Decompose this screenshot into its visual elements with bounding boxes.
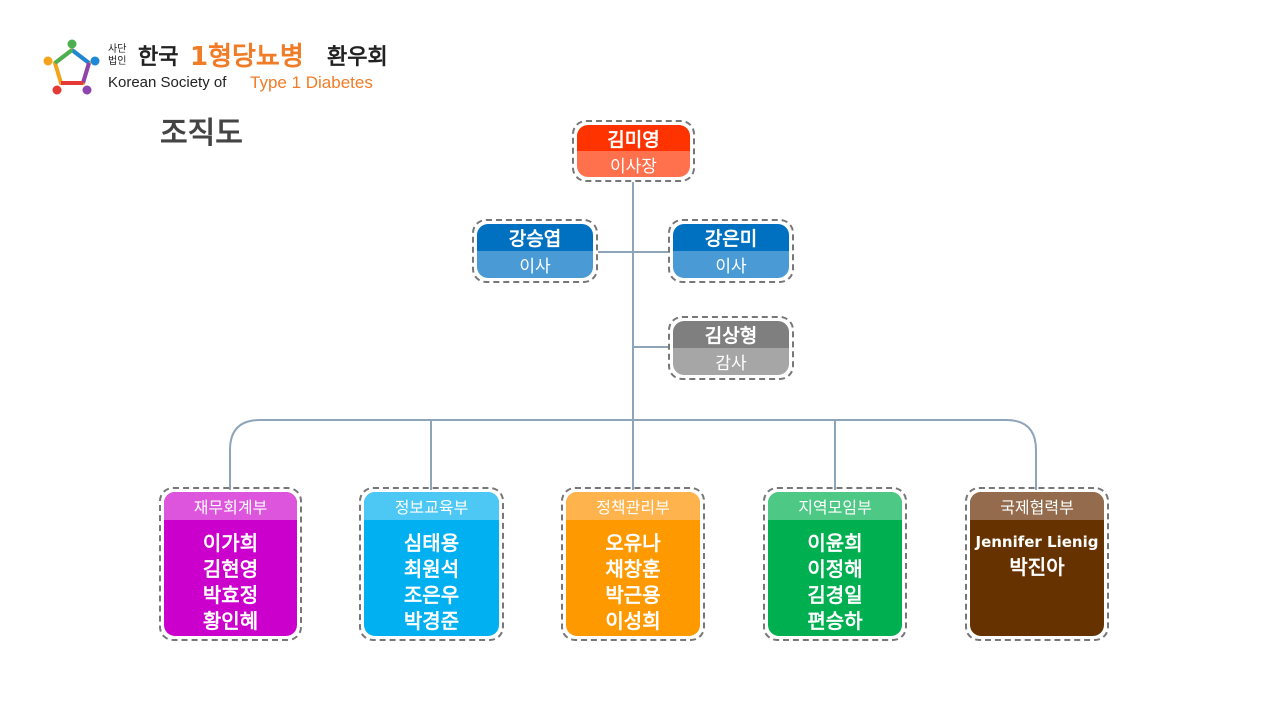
member-name: 이성희 [605,609,661,633]
chair-name: 김미영 [577,125,690,151]
page-title: 조직도 [160,116,243,151]
member-name: 김현영 [202,557,259,581]
member-name: 김경일 [807,583,863,607]
department-name: 국제협력부 [970,492,1104,520]
director-role: 이사 [477,251,593,278]
logo-english-accent: Type 1 Diabetes [250,73,373,92]
member-name: 이윤희 [807,531,863,555]
department-name: 지역모임부 [768,492,902,520]
logo-small-top: 사단 [108,44,127,55]
director-box: 강승엽 이사 [472,219,598,283]
society-logo: 사단 법인 한국 1형당뇨병 환우회 Korean Society of Typ… [42,38,402,98]
member-name: 오유나 [605,531,661,555]
department-finance: 재무회계부 이가희 김현영 박효정 황인혜 [159,487,302,641]
director-name: 강승엽 [477,224,593,251]
member-name: 편승하 [807,609,863,633]
department-policy: 정책관리부 오유나 채창훈 박근용 이성희 [561,487,705,641]
department-information-education: 정보교육부 심태용 최원석 조은우 박경준 [359,487,504,641]
department-international: 국제협력부 Jennifer Lienig 박진아 [965,487,1109,641]
member-name: 조은우 [403,583,460,607]
chair-role: 이사장 [577,151,690,177]
department-regional: 지역모임부 이윤희 이정해 김경일 편승하 [763,487,907,641]
member-name: 최원석 [403,557,460,581]
chair-box: 김미영 이사장 [572,120,695,182]
logo-korean-accent: 1형당뇨병 [190,42,304,72]
department-name: 정보교육부 [364,492,499,520]
logo-emblem-icon [43,39,100,95]
director-name: 강은미 [673,224,789,251]
member-name: 박효정 [202,583,259,607]
member-name: Jennifer Lienig [975,533,1099,551]
member-name: 박근용 [605,583,661,607]
logo-small-bottom: 법인 [108,56,127,67]
director-box: 강은미 이사 [668,219,794,283]
member-name: 황인혜 [202,609,259,633]
member-name: 심태용 [403,531,460,555]
member-name: 채창훈 [605,557,661,581]
logo-korean-suffix: 환우회 [327,45,388,70]
member-name: 박진아 [1009,555,1065,579]
member-name: 박경준 [403,609,460,633]
auditor-name: 김상형 [673,321,789,348]
department-name: 재무회계부 [164,492,297,520]
auditor-box: 김상형 감사 [668,316,794,380]
logo-korean-prefix: 한국 [138,45,179,70]
member-name: 이정해 [807,557,863,581]
logo-english-prefix: Korean Society of [108,74,227,91]
auditor-role: 감사 [673,348,789,375]
director-role: 이사 [673,251,789,278]
member-name: 이가희 [202,531,259,555]
department-name: 정책관리부 [566,492,700,520]
